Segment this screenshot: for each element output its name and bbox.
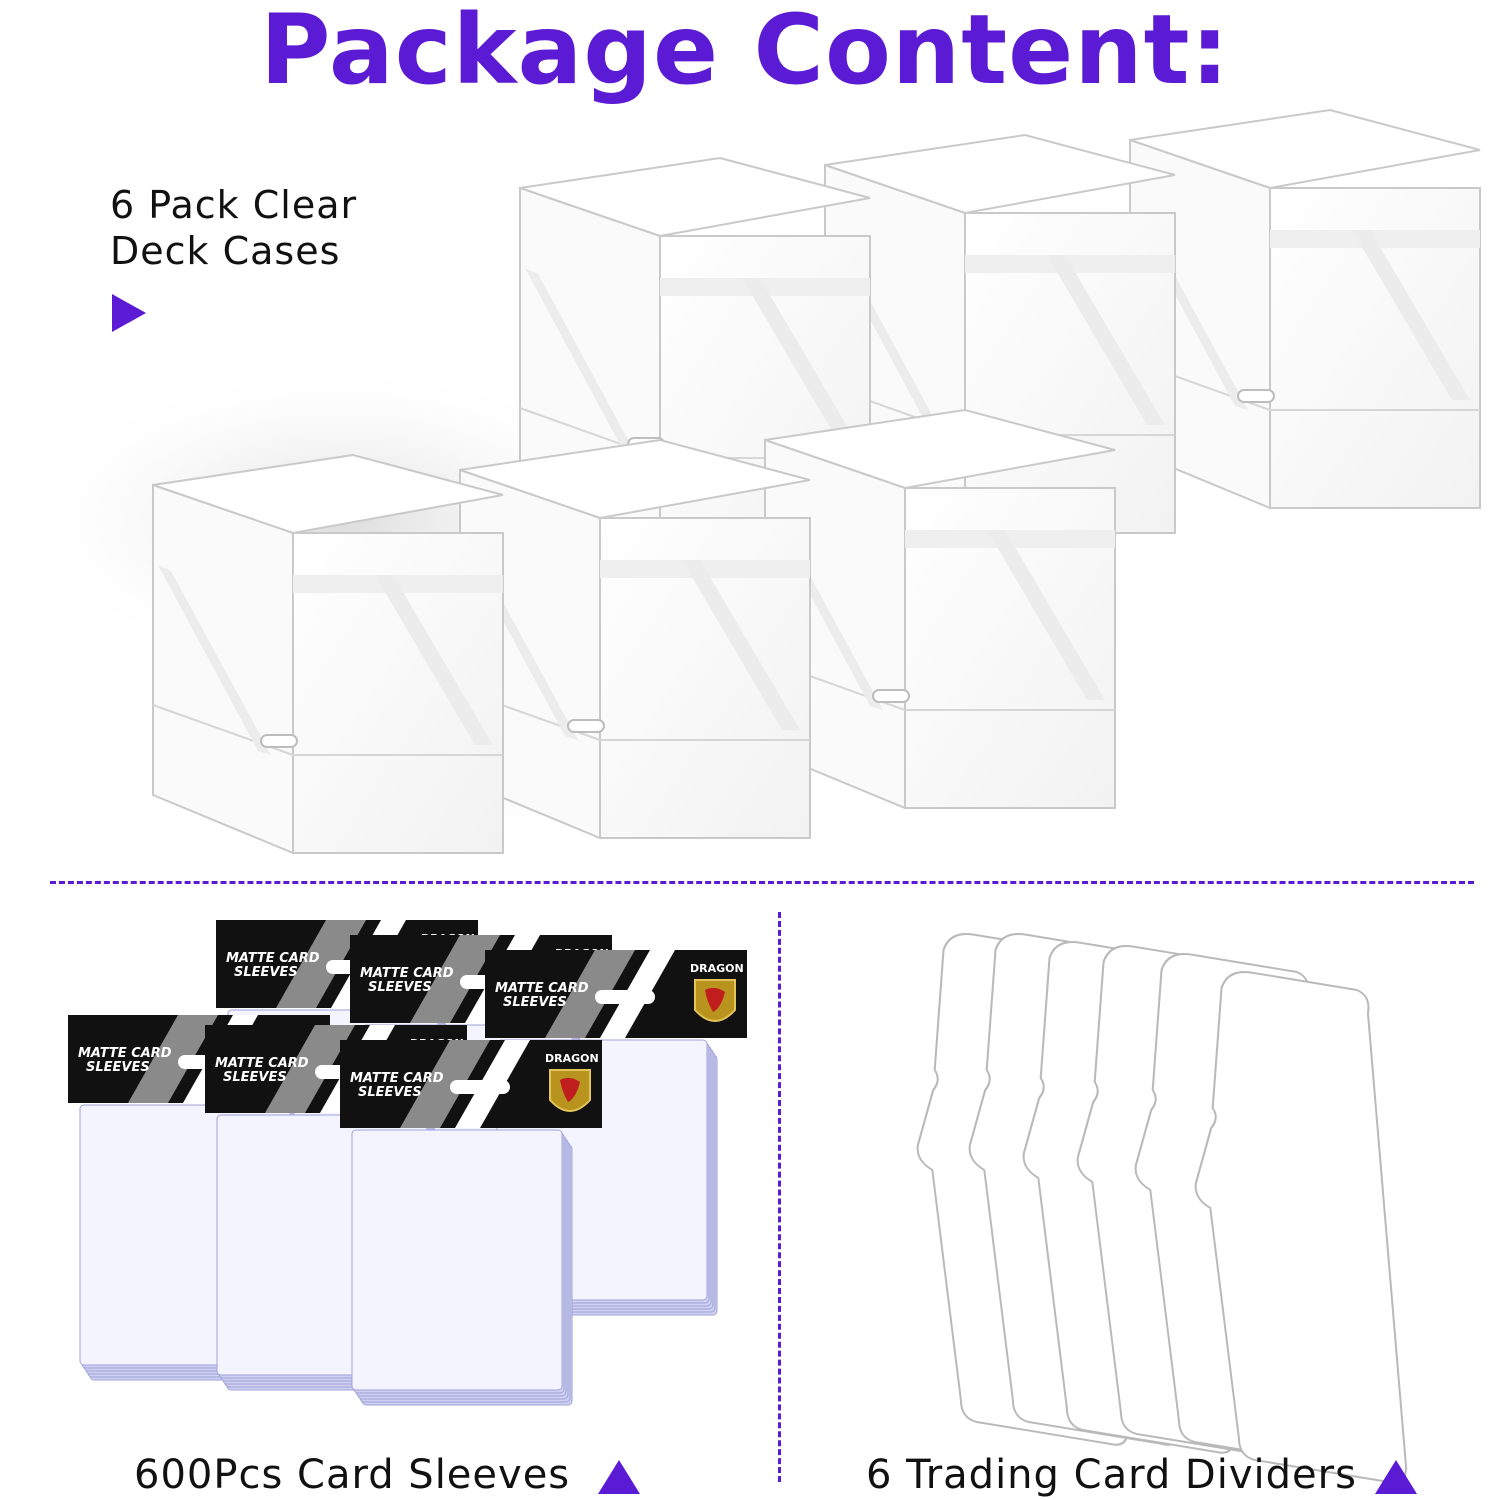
dividers-label: 6 Trading Card Dividers bbox=[866, 1452, 1357, 1498]
svg-text:SLEEVES: SLEEVES bbox=[234, 965, 298, 980]
card-divider bbox=[1194, 971, 1408, 1484]
svg-text:SLEEVES: SLEEVES bbox=[358, 1085, 422, 1100]
svg-text:MATTE CARD: MATTE CARD bbox=[495, 981, 589, 996]
page-title: Package Content: bbox=[260, 0, 1230, 106]
svg-text:SLEEVES: SLEEVES bbox=[223, 1070, 287, 1085]
sleeves-label: 600Pcs Card Sleeves bbox=[134, 1452, 571, 1498]
deck-case bbox=[152, 453, 504, 855]
svg-text:MATTE CARD: MATTE CARD bbox=[350, 1071, 444, 1086]
svg-text:DRAGON: DRAGON bbox=[545, 1052, 599, 1065]
arrow-up-icon bbox=[1374, 1460, 1417, 1494]
deck-cases-illustration bbox=[10, 108, 1481, 855]
svg-text:SLEEVES: SLEEVES bbox=[368, 980, 432, 995]
dividers-label-row: 6 Trading Card Dividers bbox=[866, 1452, 1417, 1498]
svg-text:MATTE CARD: MATTE CARD bbox=[215, 1056, 309, 1071]
svg-text:MATTE CARD: MATTE CARD bbox=[360, 966, 454, 981]
section-divider-horizontal bbox=[50, 881, 1474, 884]
deck-cases-label-line2: Deck Cases bbox=[110, 229, 341, 273]
svg-text:SLEEVES: SLEEVES bbox=[503, 995, 567, 1010]
arrow-right-icon bbox=[112, 294, 146, 332]
svg-text:SLEEVES: SLEEVES bbox=[86, 1060, 150, 1075]
sleeves-label-row: 600Pcs Card Sleeves bbox=[134, 1452, 640, 1498]
card-dividers-illustration bbox=[916, 933, 1408, 1484]
section-divider-vertical bbox=[778, 912, 781, 1482]
deck-cases-label: 6 Pack Clear Deck Cases bbox=[110, 182, 357, 274]
svg-text:DRAGON: DRAGON bbox=[690, 962, 744, 975]
deck-cases-label-line1: 6 Pack Clear bbox=[110, 183, 358, 227]
arrow-up-icon bbox=[597, 1460, 640, 1494]
deck-case bbox=[1129, 108, 1481, 510]
svg-text:MATTE CARD: MATTE CARD bbox=[226, 951, 320, 966]
svg-text:MATTE CARD: MATTE CARD bbox=[78, 1046, 172, 1061]
deck-case bbox=[764, 408, 1116, 810]
